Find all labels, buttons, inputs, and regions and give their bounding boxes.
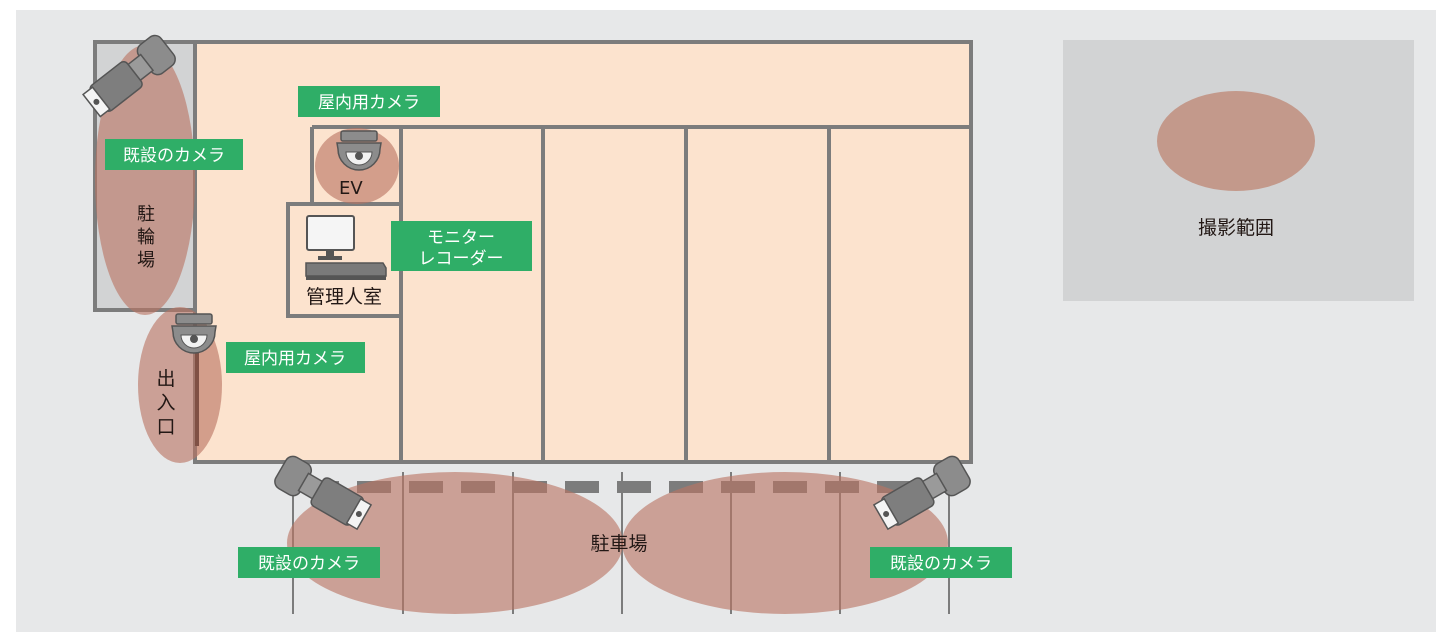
- interior-walls: [286, 125, 971, 462]
- svg-text:既設のカメラ: 既設のカメラ: [258, 554, 360, 574]
- room-elevator-text: EV: [339, 178, 363, 199]
- entrance-text-1: 出: [156, 368, 175, 390]
- svg-text:モニター: モニター: [427, 228, 495, 248]
- bicycle-parking-text-1: 駐: [137, 204, 155, 225]
- svg-text:レコーダー: レコーダー: [419, 249, 504, 269]
- svg-text:既設のカメラ: 既設のカメラ: [890, 554, 992, 574]
- label-monitor-recorder: モニター レコーダー: [391, 221, 532, 271]
- coverage-parking-left: [287, 472, 623, 614]
- legend-coverage-label: 撮影範囲: [1198, 217, 1274, 239]
- bicycle-parking-text-3: 場: [137, 250, 155, 271]
- label-existing-camera-bottom-left: 既設のカメラ: [238, 547, 380, 578]
- camera-bullet-bottom-left-icon: [274, 455, 373, 531]
- coverage-parking-right: [622, 472, 948, 614]
- svg-text:屋内用カメラ: 屋内用カメラ: [318, 93, 420, 113]
- room-management-text: 管理人室: [306, 286, 382, 308]
- camera-bullet-bottom-right-icon: [872, 455, 971, 531]
- label-existing-camera-left: 既設のカメラ: [105, 139, 243, 170]
- entrance-text-2: 入: [156, 392, 175, 414]
- svg-text:既設のカメラ: 既設のカメラ: [123, 146, 225, 166]
- legend-coverage-swatch: [1157, 91, 1315, 191]
- svg-text:屋内用カメラ: 屋内用カメラ: [244, 349, 346, 369]
- legend-box: 撮影範囲: [1063, 40, 1414, 301]
- label-indoor-camera-top: 屋内用カメラ: [298, 86, 440, 117]
- parking-lot-text: 駐車場: [590, 533, 647, 555]
- camera-dome-elevator-icon: [336, 130, 382, 171]
- monitor-icon: [306, 215, 355, 260]
- bicycle-parking-text-2: 輪: [137, 227, 155, 248]
- label-existing-camera-bottom-right: 既設のカメラ: [870, 547, 1012, 578]
- entrance-text-3: 口: [156, 416, 175, 438]
- coverage-bicycle-parking: [95, 45, 195, 315]
- label-indoor-camera-entrance: 屋内用カメラ: [226, 342, 365, 373]
- camera-dome-entrance-icon: [171, 313, 217, 354]
- recorder-icon: [305, 262, 387, 280]
- camera-bullet-top-left-icon: [82, 34, 176, 118]
